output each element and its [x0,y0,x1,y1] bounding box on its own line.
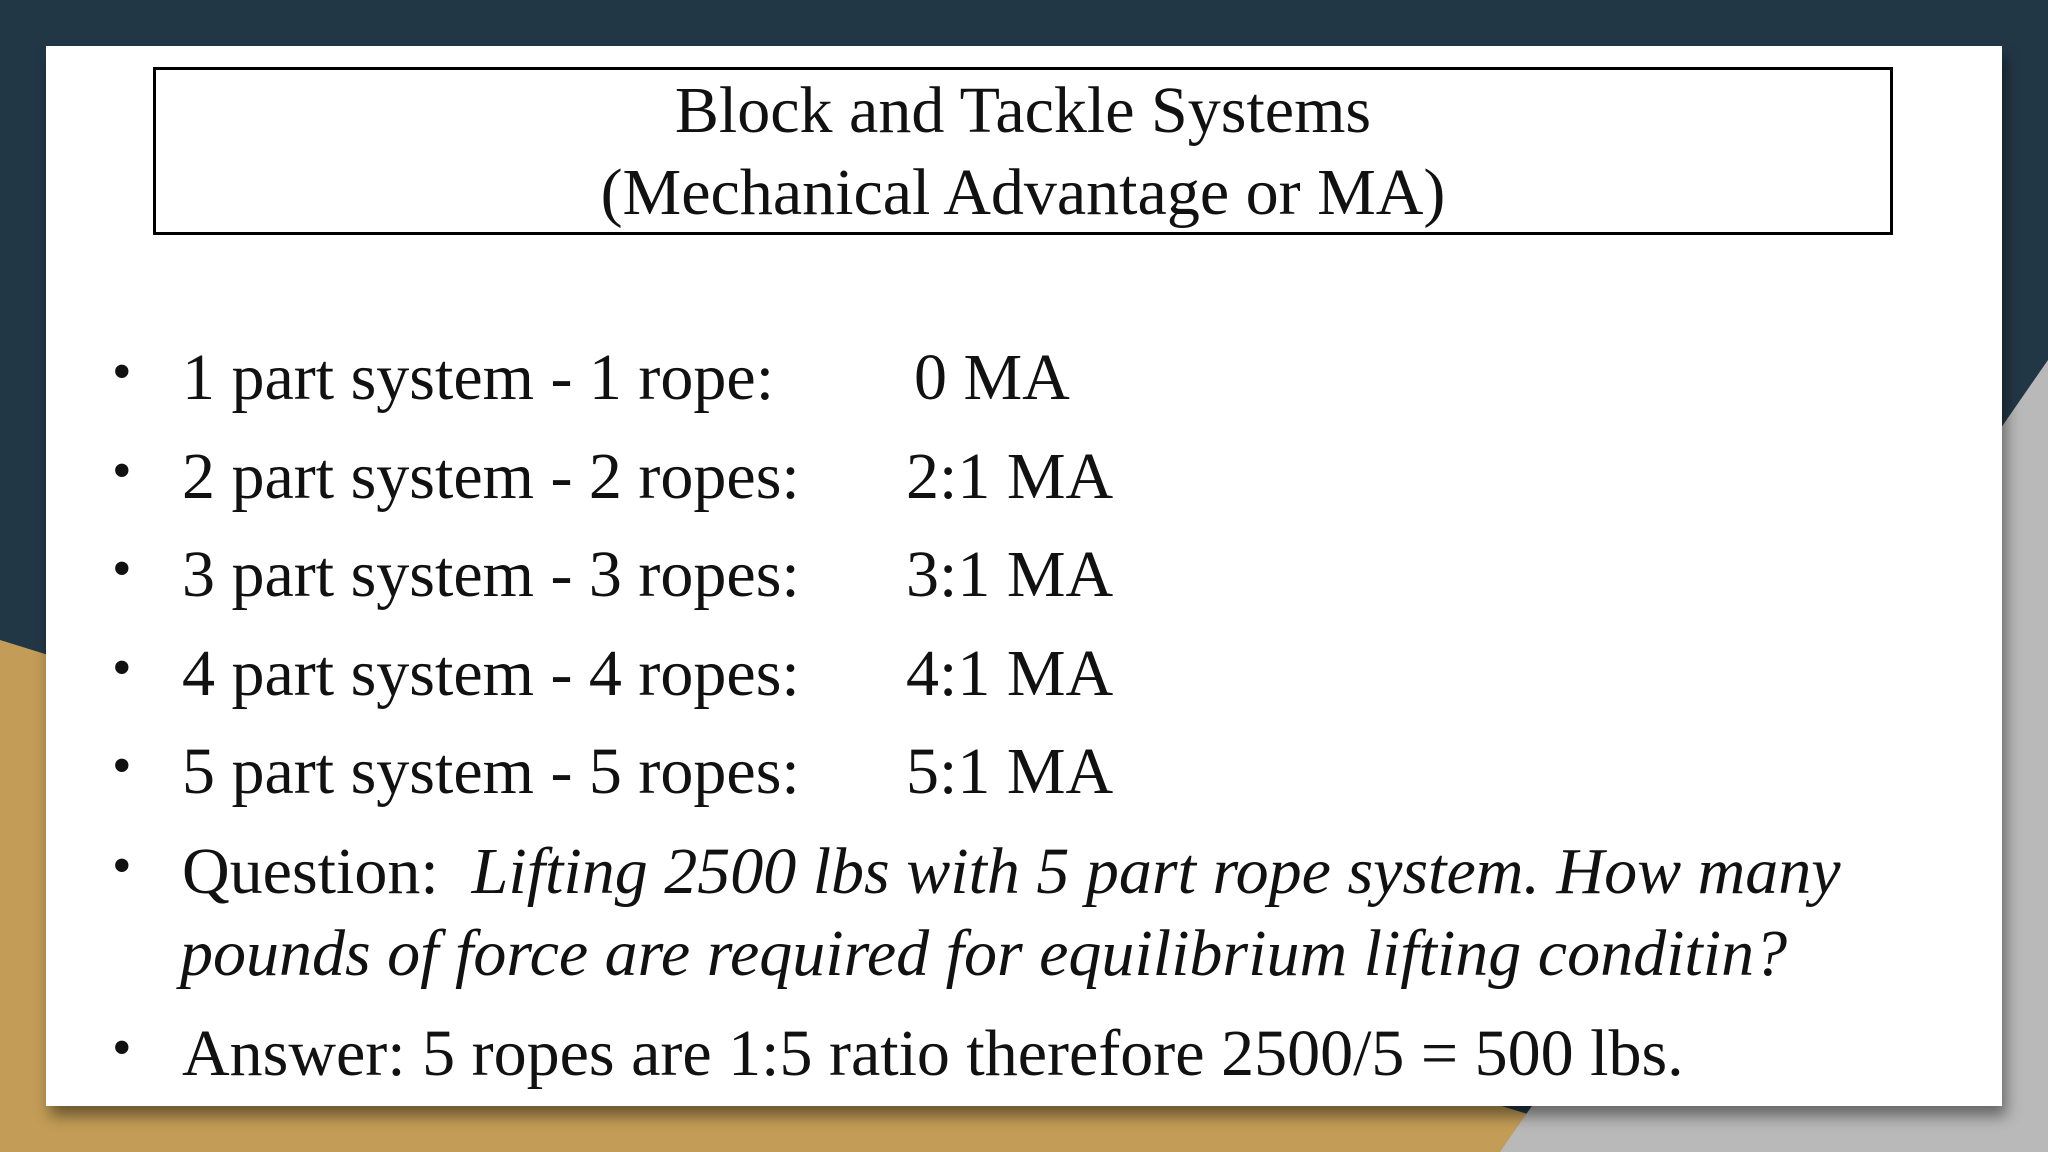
slide-title: Block and Tackle Systems [674,74,1372,147]
answer-text: Answer: 5 ropes are 1:5 ratio therefore … [182,1017,1684,1090]
bullet-icon: • [112,341,132,403]
item-value: 3:1 MA [906,538,1114,611]
slide-subtitle: (Mechanical Advantage or MA) [600,156,1446,229]
item-value: 2:1 MA [906,440,1114,513]
question-prefix: Question: [182,835,439,908]
question-text-line1: Lifting 2500 lbs with 5 part rope system… [471,835,1841,908]
item-label: 2 part system - 2 ropes: [182,440,800,513]
item-label: 4 part system - 4 ropes: [182,637,800,710]
bullet-icon: • [112,538,132,600]
item-label: 5 part system - 5 ropes: [182,735,800,808]
slide: Block and Tackle Systems (Mechanical Adv… [46,46,2002,1106]
item-value: 5:1 MA [906,735,1114,808]
item-value: 0 MA [914,341,1070,414]
bullet-icon: • [112,735,132,797]
item-label: 1 part system - 1 rope: [182,341,775,414]
bullet-icon: • [112,440,132,502]
item-value: 4:1 MA [906,637,1114,710]
question-text-line2: pounds of force are required for equilib… [180,917,1788,990]
title-box: Block and Tackle Systems (Mechanical Adv… [153,67,1893,235]
bullet-icon: • [112,637,132,699]
bullet-icon: • [112,1017,132,1079]
item-label: 3 part system - 3 ropes: [182,538,800,611]
bullet-icon: • [112,835,132,897]
